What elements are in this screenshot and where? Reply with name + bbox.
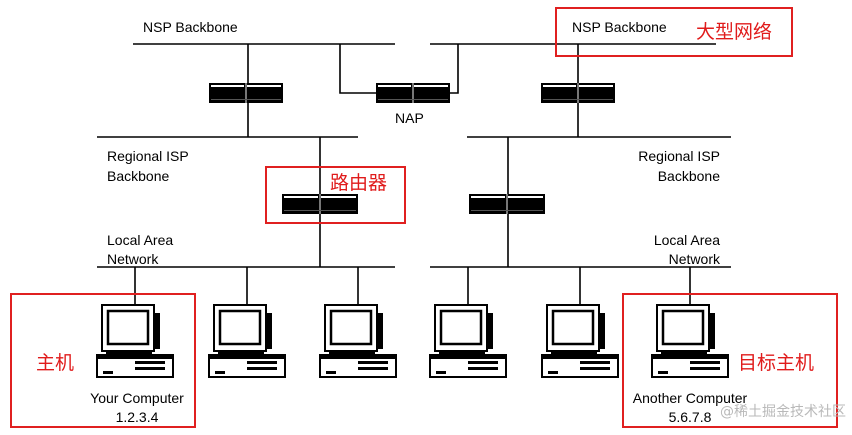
lan-right-label: Local Area — [654, 232, 720, 248]
lan-left-label: Local Area — [107, 232, 173, 248]
nsp-backbone-right-label: NSP Backbone — [572, 19, 667, 35]
computers — [96, 304, 729, 378]
desktop-computer-icon — [429, 304, 507, 378]
router-regional-right — [469, 194, 545, 214]
target-host-annotation: 目标主机 — [738, 352, 814, 374]
nap-label: NAP — [395, 110, 424, 126]
router-nap — [376, 83, 450, 103]
your-computer-label: Your Computer — [90, 390, 184, 406]
desktop-computer-icon — [541, 304, 619, 378]
nap-link — [339, 44, 378, 94]
large-network-annotation: 大型网络 — [696, 21, 772, 43]
watermark-text: @稀土掘金技术社区 — [720, 404, 846, 420]
network-wires — [97, 43, 731, 305]
target-host-highlight-box — [622, 293, 838, 428]
router-annotation: 路由器 — [330, 172, 387, 194]
router-nsp-right — [541, 83, 615, 103]
another-computer-label: Another Computer — [633, 390, 748, 406]
router-regional-left — [282, 194, 358, 214]
regional-isp-left-label-2: Backbone — [107, 168, 169, 184]
desktop-computer-icon — [208, 304, 286, 378]
another-computer-ip: 5.6.7.8 — [669, 409, 712, 425]
your-computer-ip: 1.2.3.4 — [116, 409, 159, 425]
regional-isp-left-label: Regional ISP — [107, 148, 189, 164]
desktop-computer-icon — [651, 304, 729, 378]
regional-isp-right-label: Regional ISP — [638, 148, 720, 164]
large-network-highlight-box — [555, 7, 793, 57]
router-nsp-left — [209, 83, 283, 103]
host-highlight-box — [10, 293, 196, 428]
nsp-backbone-left-label: NSP Backbone — [143, 19, 238, 35]
desktop-computer-icon — [319, 304, 397, 378]
desktop-computer-icon — [96, 304, 174, 378]
router-highlight-box — [265, 166, 406, 224]
lan-right-label-2: Network — [669, 251, 721, 267]
host-annotation: 主机 — [36, 352, 74, 374]
lan-left-label-2: Network — [107, 251, 159, 267]
regional-isp-right-label-2: Backbone — [658, 168, 720, 184]
nap-link-right — [450, 44, 459, 94]
